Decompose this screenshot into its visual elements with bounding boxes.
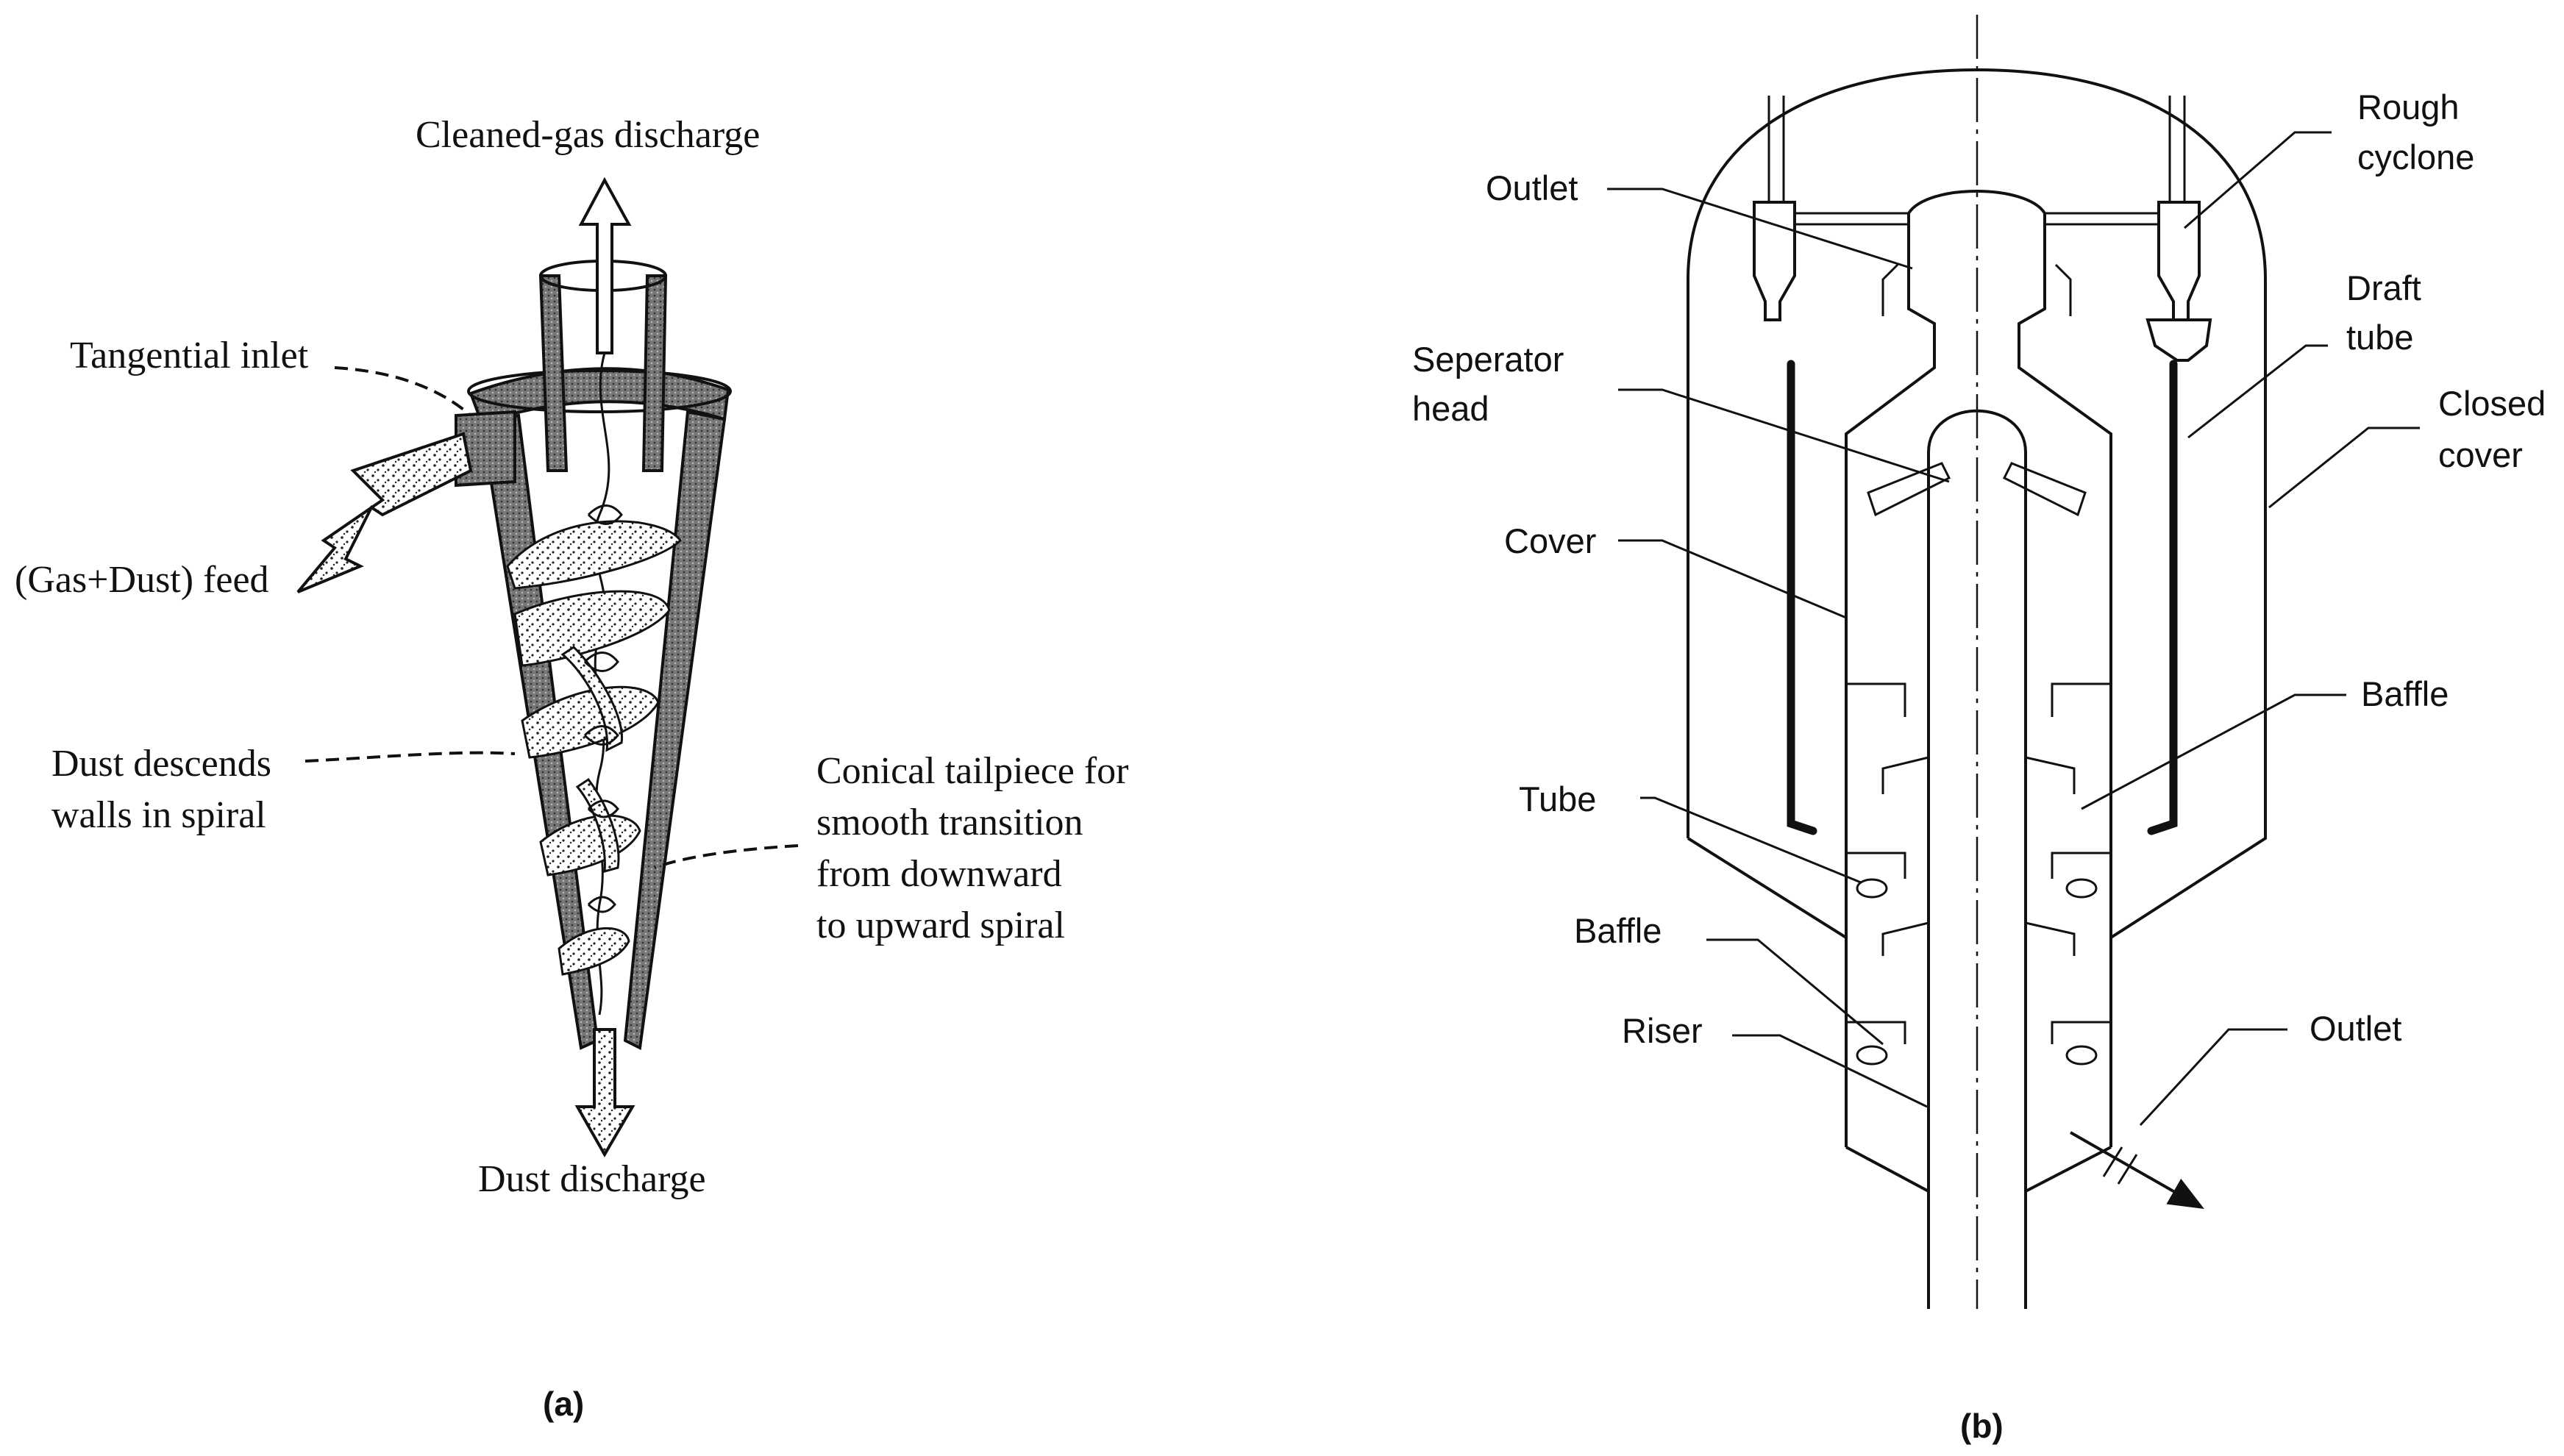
baffles-left (1846, 682, 1929, 1044)
draft-tube-left (1787, 360, 1817, 835)
cyclone-cross-pipes (1795, 212, 2159, 226)
cyclone-right-wall (623, 410, 727, 1051)
tube-holes (1856, 878, 2098, 1066)
caption-b: (b) (1960, 1407, 2004, 1445)
reactor-diagram: Outlet Seperator head Cover Tube Baffle … (1412, 15, 2546, 1445)
upward-spiral (583, 504, 623, 913)
label-dust-descends-1: Dust descends (51, 743, 271, 785)
label-separator-1: Seperator (1412, 340, 1564, 379)
baffles-right (2025, 682, 2111, 1044)
leader-dust-descends (305, 751, 516, 763)
draft-tube-right (2147, 360, 2178, 835)
cover-outer-bottom (1845, 938, 2112, 1103)
label-closed-2: cover (2438, 435, 2523, 474)
label-separator-2: head (1412, 389, 1489, 428)
caption-a: (a) (543, 1385, 584, 1423)
outlet-arrow (2070, 1131, 2204, 1209)
dust-spiral (506, 520, 682, 976)
leader-tangential-inlet (334, 366, 472, 417)
outlet-arrow-ticks (2102, 1146, 2138, 1185)
leader-conical (654, 844, 799, 869)
outer-vessel (1687, 68, 2267, 939)
label-conical-1: Conical tailpiece for (816, 750, 1128, 792)
riser-pipe (1927, 409, 2027, 1309)
label-feed: (Gas+Dust) feed (15, 559, 269, 601)
label-closed-1: Closed (2438, 384, 2546, 423)
label-rough-2: cyclone (2357, 138, 2474, 176)
outlet-pipe (538, 274, 569, 472)
label-baffle-right: Baffle (2361, 674, 2449, 713)
outer-vessel-bottom-left (1687, 837, 1848, 939)
feed-arrow (296, 432, 473, 593)
outlet-pipe-right (641, 274, 668, 472)
label-dust-descends-2: walls in spiral (51, 794, 266, 836)
label-draft-2: tube (2346, 318, 2413, 357)
label-rough-1: Rough (2357, 88, 2460, 126)
label-cover: Cover (1504, 521, 1596, 560)
label-cleaned-gas: Cleaned-gas discharge (416, 114, 760, 156)
rough-cyclone-left-body (1753, 202, 1796, 276)
cyclone-top-ellipse (467, 369, 732, 413)
label-tangential-inlet: Tangential inlet (70, 335, 309, 377)
label-outlet-right: Outlet (2310, 1009, 2401, 1048)
label-conical-4: to upward spiral (816, 904, 1065, 946)
label-conical-2: smooth transition (816, 802, 1083, 843)
inner-stubs (1881, 263, 2072, 316)
label-tube: Tube (1519, 779, 1596, 818)
separator-arm-right (2002, 462, 2087, 517)
label-baffle-left: Baffle (1574, 911, 1662, 950)
leader-lines-b (1607, 131, 2420, 1127)
label-dust-discharge: Dust discharge (478, 1158, 706, 1200)
separator-arm-left (1867, 462, 1951, 517)
cleaned-gas-arrow (578, 176, 632, 354)
separator-bottom (1845, 1146, 2112, 1193)
rough-cyclone-right-dipleg (2145, 318, 2212, 362)
cover-left (1845, 190, 2112, 1147)
dust-discharge-arrow (574, 1028, 635, 1158)
label-riser: Riser (1622, 1011, 1703, 1050)
label-conical-3: from downward (816, 853, 1062, 895)
label-draft-1: Draft (2346, 268, 2421, 307)
cyclone-diagram: Cleaned-gas discharge Tangential inlet (… (15, 114, 1128, 1423)
label-outlet-top: Outlet (1486, 168, 1578, 207)
